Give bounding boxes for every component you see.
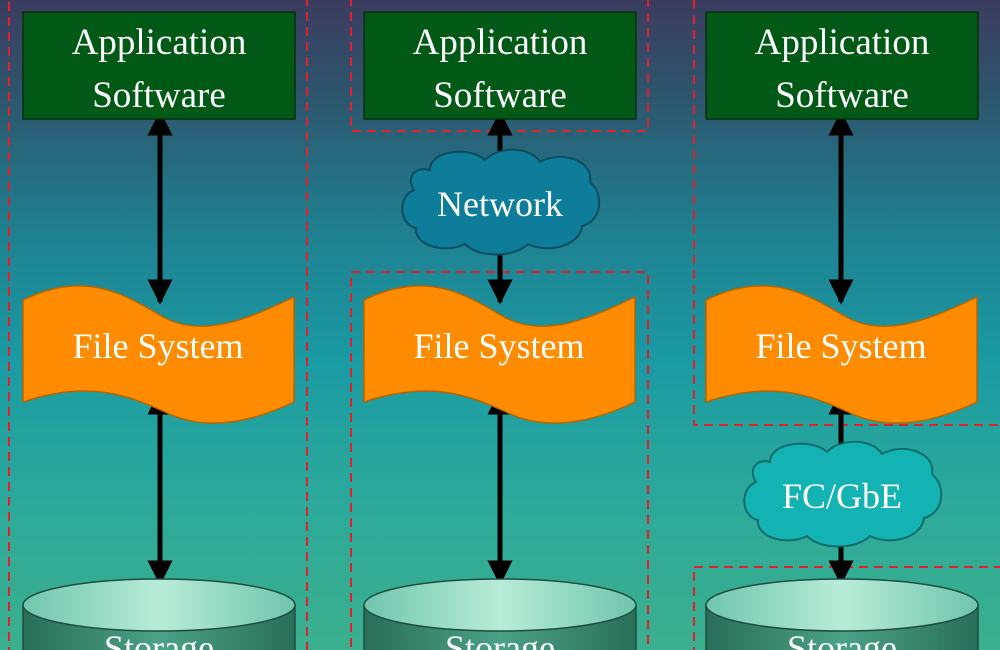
file-system-shape: File System <box>363 285 636 424</box>
svg-text:File System: File System <box>413 326 584 366</box>
svg-text:Software: Software <box>92 75 226 116</box>
das-boundary <box>8 0 308 650</box>
application-software-box: Application Software <box>22 11 296 120</box>
svg-text:Storage: Storage <box>104 628 214 650</box>
svg-text:File System: File System <box>72 326 243 366</box>
svg-text:File System: File System <box>755 326 926 366</box>
storage-cylinder: Storage <box>705 578 979 650</box>
svg-text:Network: Network <box>437 184 563 224</box>
file-system-shape: File System <box>22 285 295 424</box>
svg-text:Storage: Storage <box>787 628 897 650</box>
column-san: Application Software File System FC/GbE … <box>693 0 1000 650</box>
svg-text:Software: Software <box>775 75 909 116</box>
application-software-box: Application Software <box>705 11 979 120</box>
column-das: Application Software File System Storage <box>8 0 308 650</box>
san-host-boundary <box>693 0 1000 426</box>
network-cloud: Network <box>401 148 601 256</box>
storage-cylinder: Storage <box>363 578 637 650</box>
svg-text:FC/GbE: FC/GbE <box>782 476 902 516</box>
svg-text:Application: Application <box>755 22 930 63</box>
application-software-box: Application Software <box>363 11 637 120</box>
column-nas: Application Software Network File System… <box>350 0 649 650</box>
nas-client-boundary <box>350 0 649 132</box>
file-system-shape: File System <box>705 285 978 424</box>
svg-text:Application: Application <box>72 22 247 63</box>
svg-text:Storage: Storage <box>445 628 555 650</box>
storage-cylinder: Storage <box>22 578 296 650</box>
svg-text:Application: Application <box>413 22 588 63</box>
fc-gbe-cloud: FC/GbE <box>743 440 943 548</box>
svg-text:Software: Software <box>433 75 567 116</box>
